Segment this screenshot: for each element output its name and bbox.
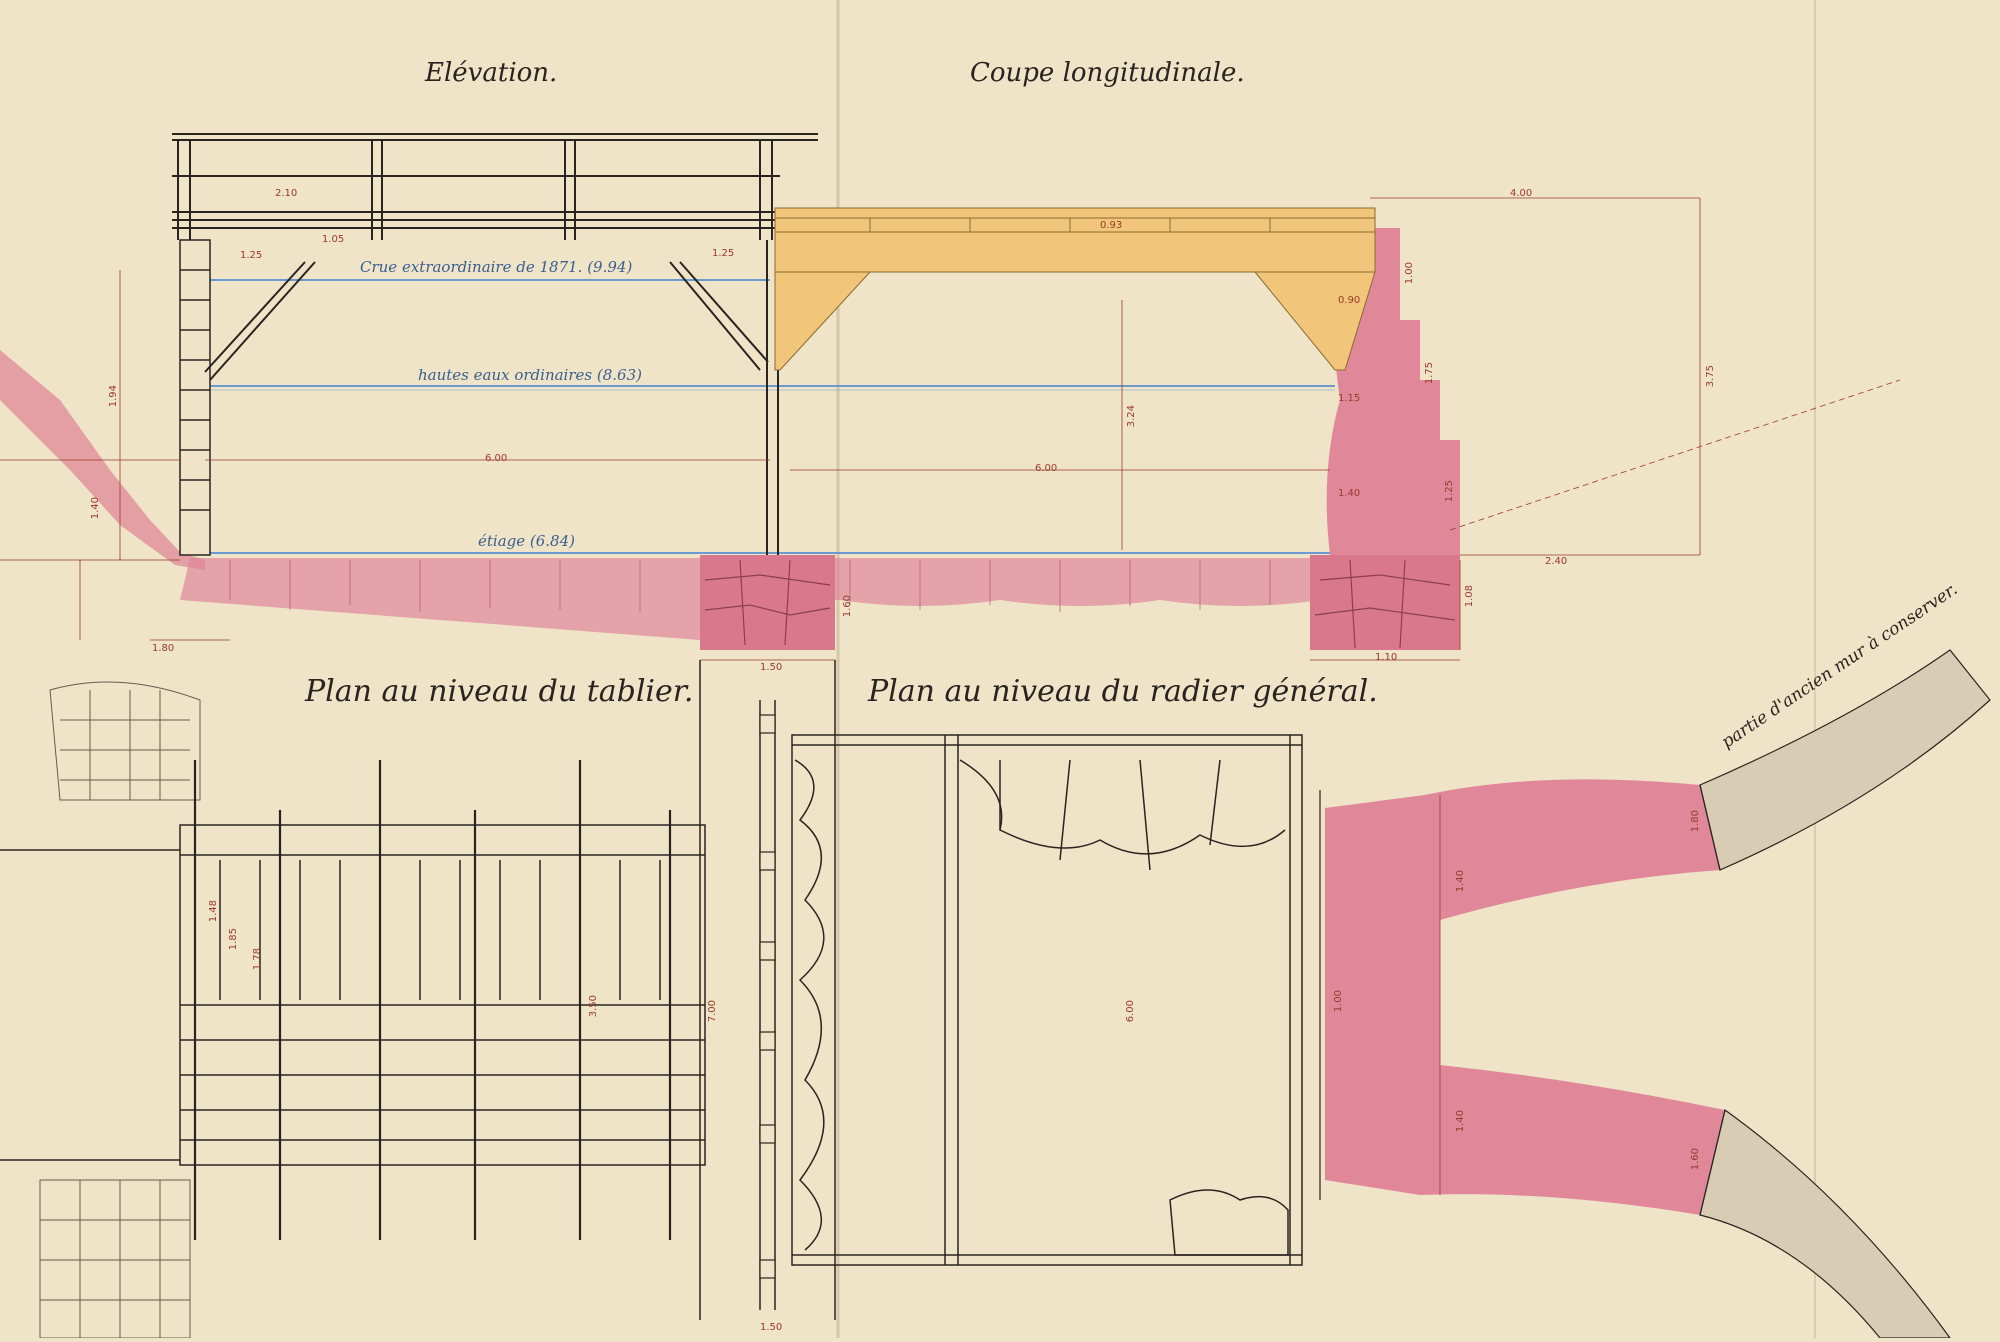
dim-2-10: 2.10 [275, 188, 298, 199]
dim-1-50-bottom: 1.50 [760, 1322, 783, 1333]
dim-1-25-right: 1.25 [1444, 480, 1455, 503]
dim-1-00: 1.00 [1404, 262, 1415, 285]
abutment-stones [1314, 559, 1456, 649]
dim-3-75: 3.75 [1705, 365, 1716, 388]
dim-3-24: 3.24 [1126, 405, 1137, 428]
dim-1-00-plan: 1.00 [1333, 990, 1344, 1013]
dim-1-25a: 1.25 [240, 250, 263, 261]
dim-1-10: 1.10 [1375, 652, 1398, 663]
dim-0-93: 0.93 [1100, 220, 1123, 231]
dim-1-85: 1.85 [228, 928, 239, 951]
dim-6-00-elevation: 6.00 [485, 453, 508, 464]
label-etiage: étiage (6.84) [478, 532, 575, 550]
dim-1-78: 1.78 [252, 948, 263, 971]
dim-6-00-plan: 6.00 [1125, 1000, 1136, 1023]
right-abutment-plan [1325, 779, 1725, 1215]
dim-6-00-coupe: 6.00 [1035, 463, 1058, 474]
foundation-stones [229, 560, 1271, 612]
dim-1-25b: 1.25 [712, 248, 735, 259]
label-crue: Crue extraordinaire de 1871. (9.94) [360, 258, 633, 276]
radier-plan [699, 660, 1303, 1320]
title-coupe: Coupe longitudinale. [970, 58, 1245, 88]
dim-1-80: 1.80 [152, 643, 175, 654]
elevation-dimension-lines [0, 197, 1901, 661]
dim-1-40-plan-bottom: 1.40 [1455, 1110, 1466, 1133]
left-abutment [179, 239, 211, 556]
central-pier-foundation [700, 555, 835, 650]
left-cobbles-top [49, 681, 201, 801]
pier-anchors [759, 714, 776, 1279]
dim-1-50-top: 1.50 [760, 662, 783, 673]
dim-1-15: 1.15 [1338, 393, 1361, 404]
dim-1-60: 1.60 [842, 595, 853, 618]
left-cobbles-bottom [39, 1179, 191, 1339]
dim-1-40-wall: 1.40 [1338, 488, 1361, 499]
dim-1-40a: 1.40 [90, 497, 101, 520]
central-pier-stones [704, 559, 831, 646]
dim-0-90: 0.90 [1338, 295, 1361, 306]
old-wall-top [1699, 649, 1991, 871]
title-plan-tablier: Plan au niveau du tablier. [305, 674, 694, 709]
dim-1-94: 1.94 [108, 385, 119, 408]
title-elevation: Elévation. [425, 58, 558, 88]
dim-1-75: 1.75 [1424, 362, 1435, 385]
dim-1-48: 1.48 [208, 900, 219, 923]
dim-7-00: 7.00 [707, 1000, 718, 1023]
water-lines [205, 269, 1335, 554]
dim-1-05: 1.05 [322, 234, 345, 245]
tablier-plan [0, 760, 706, 1240]
dim-1-40-plan-top: 1.40 [1455, 870, 1466, 893]
elevation-structure [172, 133, 818, 555]
dim-1-08: 1.08 [1464, 585, 1475, 608]
dim-1-80-plan: 1.80 [1690, 810, 1701, 833]
old-wall-bottom [1699, 1108, 1952, 1339]
right-abutment-foundation [1310, 555, 1460, 650]
dim-1-60-plan: 1.60 [1690, 1148, 1701, 1171]
coupe-timber [774, 207, 1376, 371]
title-plan-radier: Plan au niveau du radier général. [868, 674, 1378, 709]
dim-4-00: 4.00 [1510, 188, 1533, 199]
dim-2-40: 2.40 [1545, 556, 1568, 567]
dim-3-50: 3.50 [588, 995, 599, 1018]
label-hautes-eaux: hautes eaux ordinaires (8.63) [418, 366, 642, 384]
